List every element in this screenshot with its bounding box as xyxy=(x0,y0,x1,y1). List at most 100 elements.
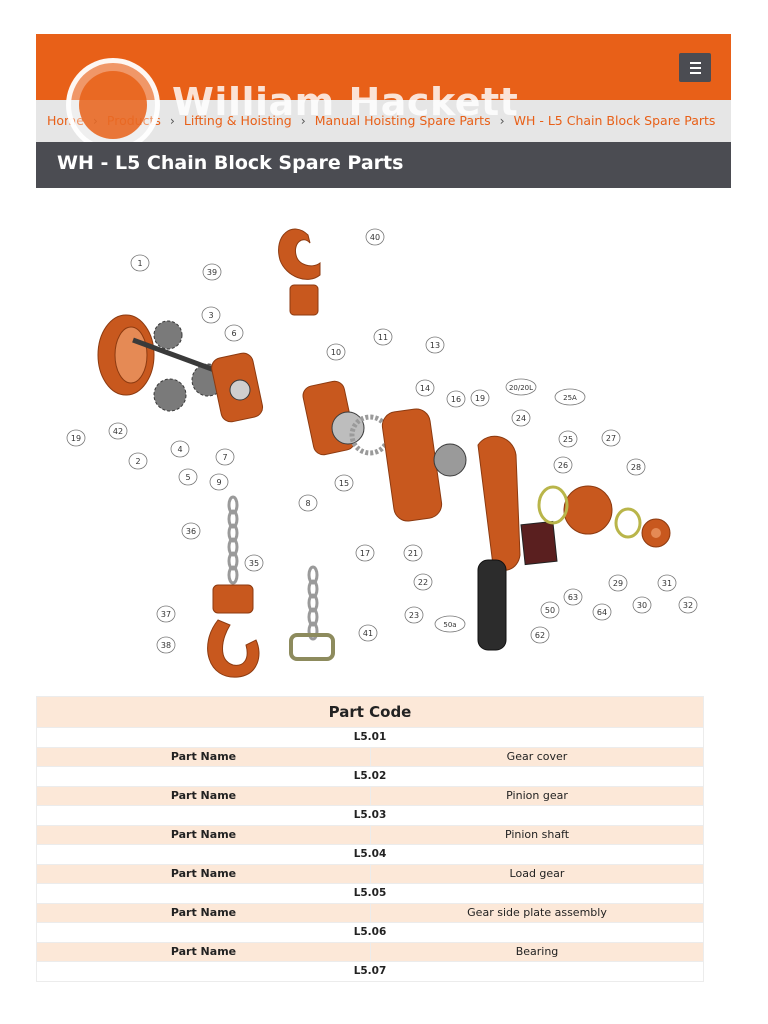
diagram-label: 62 xyxy=(535,631,545,640)
diagram-label-bubble xyxy=(425,336,445,354)
table-row-code: L5.02 xyxy=(36,766,704,787)
breadcrumb-lifting-hoisting[interactable]: Lifting & Hoisting xyxy=(183,113,292,128)
hub-part xyxy=(433,443,467,477)
diagram-labels: 12345678910111314151617191920/20L2122232… xyxy=(66,228,698,654)
table-row-code: L5.05 xyxy=(36,883,704,904)
part-name-value: Pinion gear xyxy=(370,785,704,806)
diagram-label-bubble xyxy=(108,422,128,440)
diagram-label-bubble xyxy=(540,601,560,619)
diagram-label: 9 xyxy=(216,478,221,487)
diagram-label: 27 xyxy=(606,434,616,443)
part-code-cell: L5.02 xyxy=(36,766,704,787)
part-code-cell: L5.07 xyxy=(36,961,704,982)
diagram-label-bubble xyxy=(326,343,346,361)
diagram-label: 13 xyxy=(430,341,440,350)
chain-link-part xyxy=(307,607,319,627)
part-code-cell: L5.05 xyxy=(36,883,704,904)
diagram-label: 38 xyxy=(161,641,171,650)
diagram-label-bubble xyxy=(601,429,621,447)
lever-part xyxy=(477,435,521,571)
logo-icon[interactable] xyxy=(66,58,160,152)
gear-cover-part xyxy=(114,326,148,384)
brake-part xyxy=(331,411,365,445)
diagram-label-bubble xyxy=(505,378,537,396)
diagram-label-bubble xyxy=(413,573,433,591)
diagram-label: 39 xyxy=(207,268,217,277)
diagram-label: 63 xyxy=(568,593,578,602)
bearing-part xyxy=(229,379,251,401)
diagram-label: 7 xyxy=(222,453,227,462)
diagram-label: 5 xyxy=(185,473,190,482)
diagram-label: 2 xyxy=(135,457,140,466)
diagram-label: 11 xyxy=(378,333,388,342)
diagram-label: 37 xyxy=(161,610,171,619)
diagram-label-bubble xyxy=(554,388,586,406)
chain-link-part xyxy=(227,523,239,543)
bottom-block-part xyxy=(212,584,254,614)
bottom-hook-part xyxy=(207,619,260,678)
hamburger-icon-line xyxy=(689,71,701,74)
diagram-label: 21 xyxy=(408,549,418,558)
hook-block-part xyxy=(289,284,319,316)
diagram-label: 8 xyxy=(305,499,310,508)
spring-part xyxy=(537,485,569,525)
part-code-cell: L5.01 xyxy=(36,727,704,748)
part-name-value: Gear cover xyxy=(370,746,704,767)
diagram-label-bubble xyxy=(608,574,628,592)
diagram-label: 15 xyxy=(339,479,349,488)
diagram-label: 4 xyxy=(177,445,182,454)
gear-part xyxy=(153,378,187,412)
end-anchor-part xyxy=(289,633,335,661)
part-name-label: Part Name xyxy=(36,902,371,923)
diagram-label-bubble xyxy=(298,494,318,512)
diagram-label: 30 xyxy=(637,601,647,610)
diagram-label-bubble xyxy=(446,390,466,408)
table-row-code: L5.01 xyxy=(36,727,704,748)
part-name-label: Part Name xyxy=(36,746,371,767)
diagram-label-bubble xyxy=(365,228,385,246)
hook-part xyxy=(278,228,321,280)
diagram-label-bubble xyxy=(355,544,375,562)
diagram-label: 24 xyxy=(516,414,526,423)
chain-link-part xyxy=(307,579,319,599)
title-bar xyxy=(36,142,731,188)
diagram-label-bubble xyxy=(553,456,573,474)
table-row-code: L5.06 xyxy=(36,922,704,943)
diagram-label: 28 xyxy=(631,463,641,472)
breadcrumb: Home›Products›Lifting & Hoisting›Manual … xyxy=(47,113,715,128)
breadcrumb-separator: › xyxy=(499,113,505,128)
diagram-label-bubble xyxy=(178,468,198,486)
diagram-label-bubble xyxy=(334,474,354,492)
breadcrumb-current[interactable]: WH - L5 Chain Block Spare Parts xyxy=(513,113,716,128)
part-name-value: Load gear xyxy=(370,863,704,884)
part-name-label: Part Name xyxy=(36,785,371,806)
part-code-cell: L5.04 xyxy=(36,844,704,865)
chain-link-part xyxy=(307,621,319,641)
diagram-label-bubble xyxy=(403,544,423,562)
breadcrumb-separator: › xyxy=(169,113,175,128)
diagram-label-bubble xyxy=(66,429,86,447)
table-row-code: L5.07 xyxy=(36,961,704,982)
chain-link-part xyxy=(307,593,319,613)
diagram-label: 41 xyxy=(363,629,373,638)
hamburger-icon xyxy=(689,61,701,64)
diagram-label-bubble xyxy=(632,596,652,614)
diagram-parts xyxy=(97,228,671,678)
diagram-label: 31 xyxy=(662,579,672,588)
hamburger-menu-button[interactable] xyxy=(679,53,711,82)
diagram-label-bubble xyxy=(470,389,490,407)
diagram-label-bubble xyxy=(678,596,698,614)
breadcrumb-manual-hoisting[interactable]: Manual Hoisting Spare Parts xyxy=(314,113,491,128)
chain-link-part xyxy=(307,565,319,585)
logo-text[interactable]: William Hackett xyxy=(172,80,519,124)
hamburger-icon-line xyxy=(689,66,701,69)
diagram-label: 19 xyxy=(71,434,81,443)
diagram-label: 22 xyxy=(418,578,428,587)
diagram-label-bubble xyxy=(209,473,229,491)
diagram-label-bubble xyxy=(558,430,578,448)
